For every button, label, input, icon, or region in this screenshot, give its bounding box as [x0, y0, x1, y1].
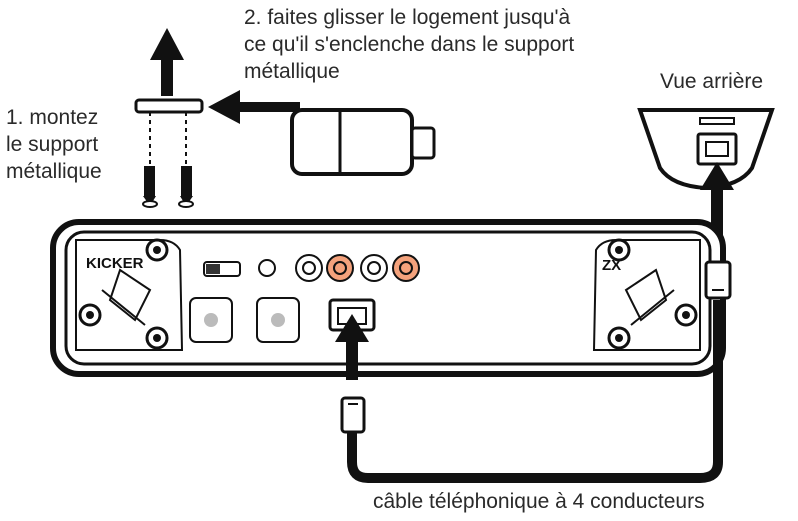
- amplifier-body: KICKER ZX: [50, 219, 726, 377]
- step2-line2: ce qu'il s'enclenche dans le support: [244, 33, 575, 56]
- cable-label: câble téléphonique à 4 conducteurs: [373, 490, 705, 513]
- model-label: ZX: [602, 257, 621, 274]
- rear-view-box: [637, 108, 775, 191]
- telephone-cable: [340, 260, 732, 483]
- screw-left: [142, 166, 158, 208]
- step1-label: 1. montez le support métallique: [6, 104, 146, 185]
- brand-logo: KICKER: [86, 255, 144, 272]
- screw-right: [178, 166, 194, 208]
- step1-line2: le support: [6, 133, 99, 156]
- housing-module: [290, 108, 436, 176]
- left-arrow: [208, 90, 300, 124]
- step2-label: 2. faites glisser le logement jusqu'à ce…: [244, 4, 574, 85]
- step2-line1: 2. faites glisser le logement jusqu'à: [244, 6, 571, 29]
- up-arrow: [150, 28, 184, 96]
- step2-line3: métallique: [244, 60, 340, 83]
- up-arrow-port: [335, 314, 369, 380]
- rear-view-label: Vue arrière: [660, 70, 764, 93]
- metal-bracket: [134, 98, 204, 166]
- step1-line3: métallique: [6, 160, 102, 183]
- step1-line1: 1. montez: [6, 106, 99, 129]
